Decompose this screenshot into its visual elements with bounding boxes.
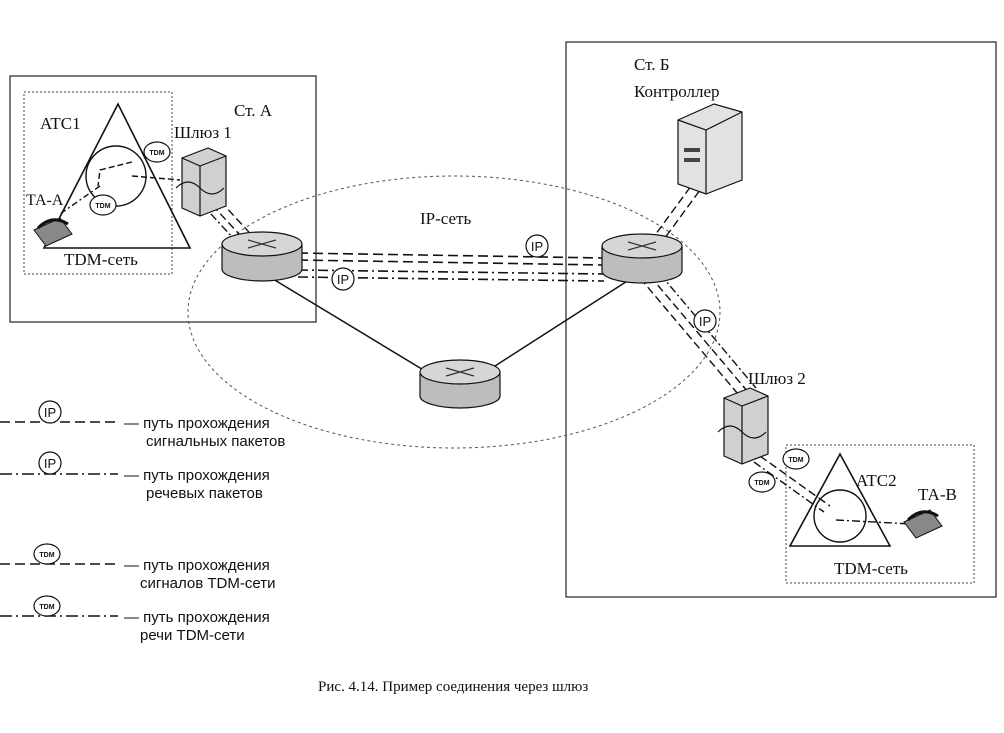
- gateway2: [717, 387, 769, 465]
- atc2-label: ATC2: [856, 471, 897, 490]
- phone-b-label: ТА-В: [918, 485, 957, 504]
- controller-server: [677, 103, 743, 195]
- legend-item-tdm-voice: TDM — путь прохождения речи TDM-сети: [0, 595, 270, 644]
- ip-badge: IP: [525, 234, 549, 258]
- svg-text:— путь прохождения: — путь прохождения: [124, 415, 270, 432]
- svg-text:TDM: TDM: [788, 457, 803, 464]
- router-b: [601, 233, 683, 284]
- svg-text:— путь прохождения: — путь прохождения: [124, 557, 270, 574]
- ip-network-cloud: [187, 175, 721, 449]
- controller-label: Контроллер: [634, 82, 720, 101]
- svg-text:TDM: TDM: [754, 480, 769, 487]
- svg-text:речи TDM-сети: речи TDM-сети: [140, 627, 245, 644]
- svg-text:TDM: TDM: [149, 150, 164, 157]
- ip-net-label: IP-сеть: [420, 209, 472, 228]
- svg-text:TDM: TDM: [95, 203, 110, 210]
- tdm-net-b-label: TDM-сеть: [834, 559, 908, 578]
- gateway2-router-path: [639, 273, 757, 395]
- svg-text:TDM: TDM: [39, 552, 54, 559]
- voice-path-ip: [297, 269, 605, 282]
- svg-text:IP: IP: [44, 405, 56, 420]
- svg-text:— путь прохождения: — путь прохождения: [124, 609, 270, 626]
- svg-text:IP: IP: [44, 456, 56, 471]
- legend: IP — путь прохождения сигнальных пакетов…: [0, 400, 285, 644]
- station-b-label: Ст. Б: [634, 55, 670, 74]
- tdm-net-a-box: [23, 91, 173, 275]
- router-links: [267, 275, 633, 383]
- signal-path-ip: [297, 252, 605, 266]
- svg-text:TDM: TDM: [39, 604, 54, 611]
- phone-a-label: ТА-А: [26, 192, 64, 209]
- tdm-badge: TDM: [143, 141, 171, 163]
- tdm-net-b-box: [785, 444, 975, 584]
- figure-caption: Рис. 4.14. Пример соединения через шлюз: [318, 679, 588, 695]
- svg-text:сигналов TDM-сети: сигналов TDM-сети: [140, 575, 275, 592]
- svg-text:IP: IP: [531, 239, 543, 254]
- gateway1-label: Шлюз 1: [174, 123, 232, 142]
- legend-item-tdm-signals: TDM — путь прохождения сигналов TDM-сети: [0, 543, 275, 592]
- station-a-label: Ст. A: [234, 101, 273, 120]
- ip-badge: IP: [331, 267, 355, 291]
- tdm-net-a-label: TDM-сеть: [64, 250, 138, 269]
- svg-text:IP: IP: [699, 314, 711, 329]
- atc1-switch: [42, 102, 192, 249]
- svg-text:IP: IP: [337, 272, 349, 287]
- legend-item-signal-packets: IP — путь прохождения сигнальных пакетов: [0, 400, 285, 450]
- router-a: [221, 231, 303, 282]
- gateway1: [175, 147, 227, 217]
- tdm-badge: TDM: [782, 448, 810, 470]
- svg-text:речевых пакетов: речевых пакетов: [146, 485, 263, 502]
- atc1-label: ATC1: [40, 114, 81, 133]
- tdm-badge: TDM: [748, 471, 776, 493]
- ip-badge: IP: [693, 309, 717, 333]
- gateway2-label: Шлюз 2: [748, 369, 806, 388]
- svg-text:— путь прохождения: — путь прохождения: [124, 467, 270, 484]
- svg-text:сигнальных пакетов: сигнальных пакетов: [146, 433, 285, 450]
- router-c: [419, 359, 501, 409]
- phone-b-icon: [903, 509, 943, 539]
- legend-item-voice-packets: IP — путь прохождения речевых пакетов: [0, 451, 270, 502]
- tdm-badge: TDM: [89, 194, 117, 216]
- phone-a-icon: [33, 217, 73, 247]
- atc2-switch: [788, 452, 892, 547]
- station-a-box: [9, 75, 317, 323]
